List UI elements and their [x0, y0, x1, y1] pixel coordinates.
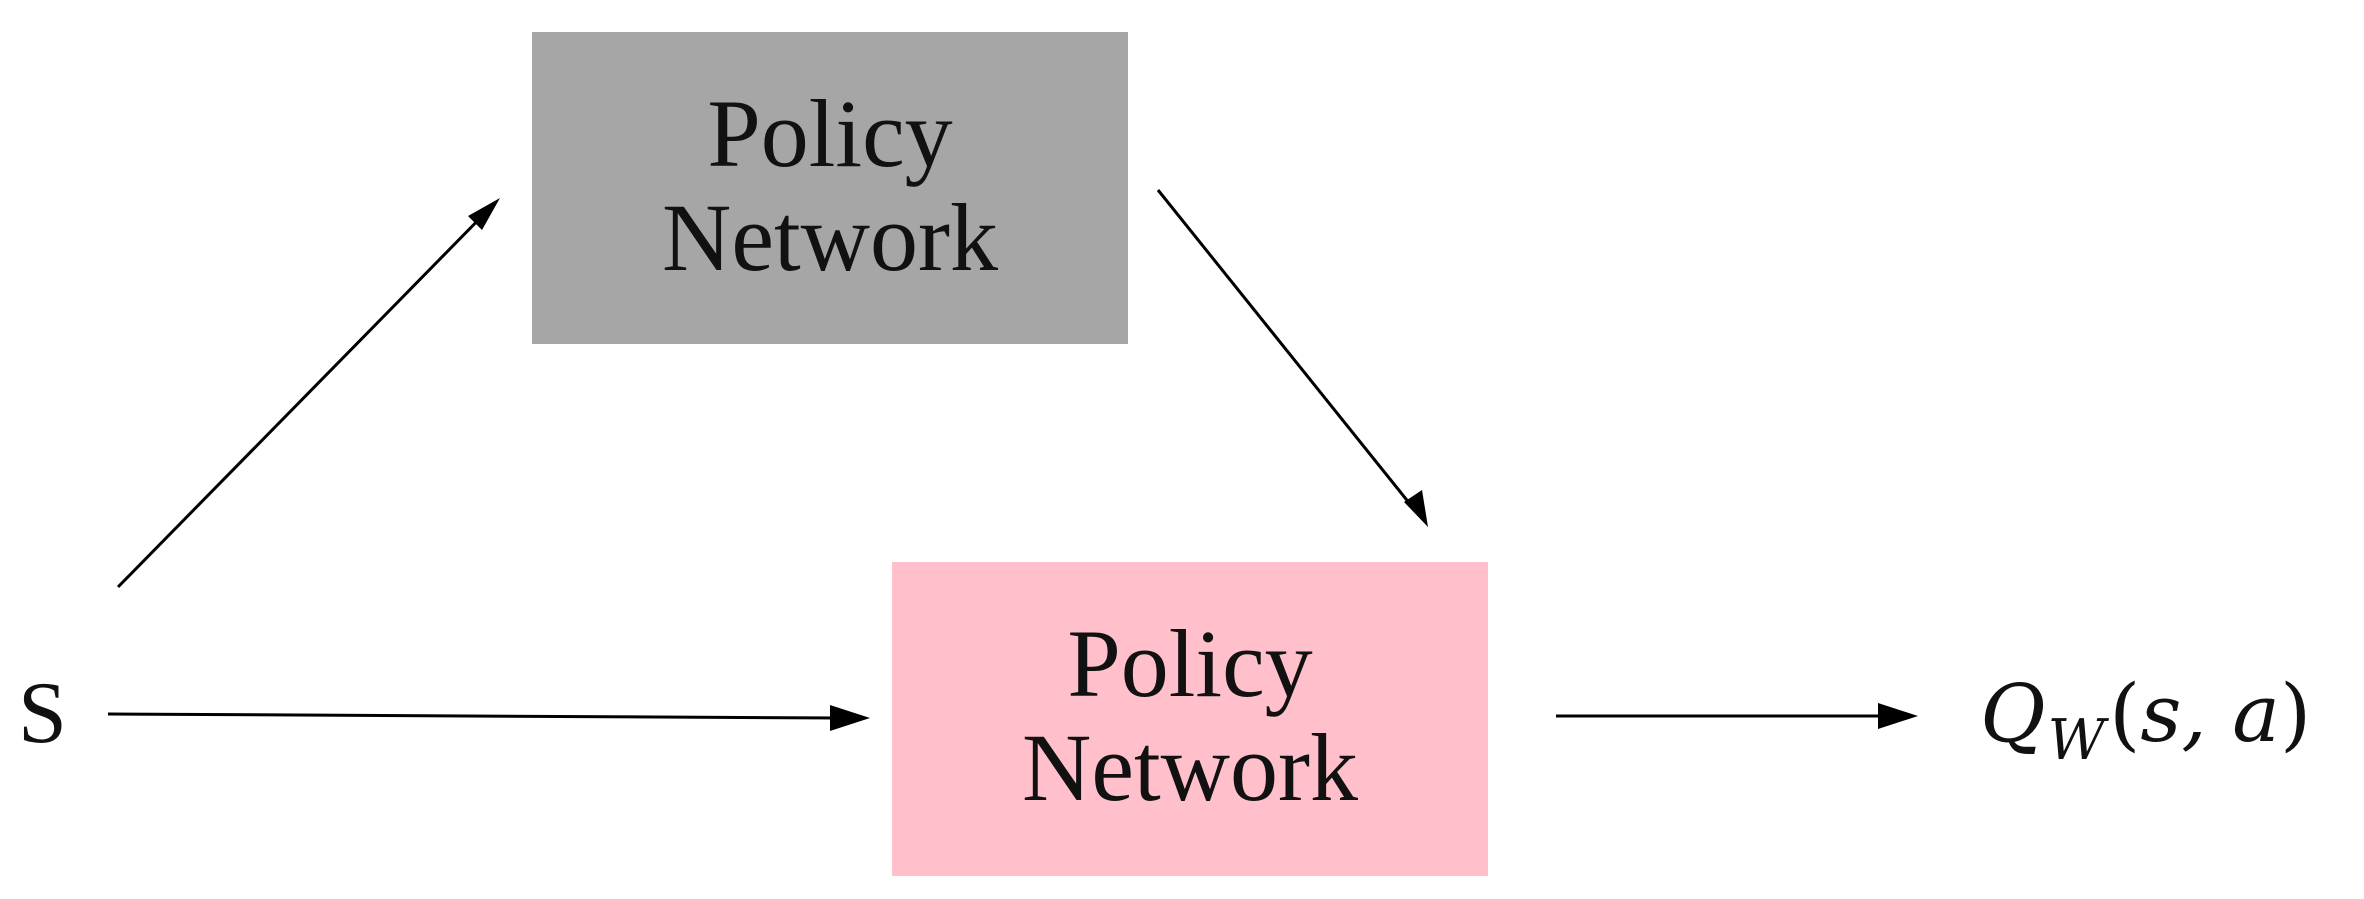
output-q-symbol: Q	[1980, 667, 2046, 760]
policy-network-bottom-line1: Policy	[1067, 610, 1313, 717]
arrow-state-to-bottom-network	[107, 712, 839, 720]
output-q-subscript: W	[2047, 708, 2106, 773]
output-open-paren: (	[2109, 667, 2141, 760]
arrowhead-bottom-network-from-top	[1404, 490, 1428, 527]
arrowhead-output	[1878, 703, 1918, 729]
policy-network-bottom-box: Policy Network	[892, 562, 1488, 876]
arrowhead-bottom-network-from-state	[830, 705, 870, 731]
output-args: s, a	[2140, 667, 2280, 760]
policy-network-top-line1: Policy	[707, 80, 953, 187]
policy-network-top-line2: Network	[662, 184, 998, 291]
policy-network-bottom-line2: Network	[1022, 714, 1358, 821]
arrow-state-to-top-network	[116, 202, 496, 589]
output-q-value-label: QW(s, a)	[1980, 664, 2311, 773]
policy-network-top-box: Policy Network	[532, 32, 1128, 344]
arrowhead-top-network	[468, 198, 500, 230]
state-label: S	[18, 665, 67, 762]
output-close-paren: )	[2279, 667, 2312, 760]
arrow-top-to-bottom-network	[1156, 189, 1420, 515]
